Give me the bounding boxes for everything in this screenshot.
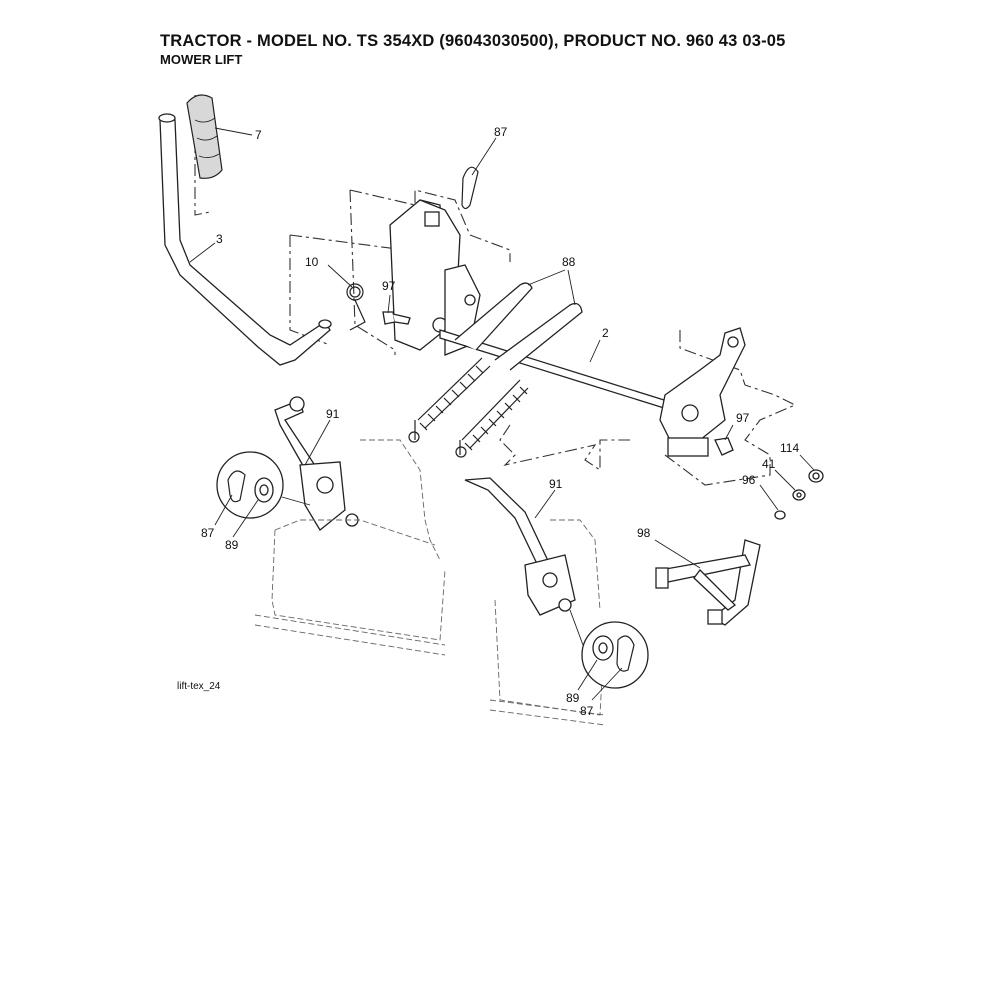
bolt-part-97-right <box>714 437 734 456</box>
callout-91-right: 91 <box>549 477 563 491</box>
mower-housing-left <box>254 439 446 656</box>
figure-reference: lift-tex_24 <box>177 681 221 692</box>
callout-7: 7 <box>255 128 262 142</box>
callout-87-right: 87 <box>580 704 594 718</box>
detail-magnifier-right <box>569 609 649 689</box>
callout-89-right: 89 <box>566 691 580 705</box>
lift-arm-part-91-left <box>274 396 359 531</box>
mower-housing-right <box>489 519 606 726</box>
bolt-part-97-left <box>382 311 411 325</box>
callout-97-right: 97 <box>736 411 750 425</box>
nut-part-114 <box>808 469 824 483</box>
torsion-spring-part-10 <box>346 283 366 331</box>
lift-arm-part-91-right <box>464 477 576 616</box>
washer-part-96 <box>774 510 786 520</box>
hair-pin-part-87-top <box>461 166 479 210</box>
callout-41: 41 <box>762 457 776 471</box>
callout-2: 2 <box>602 326 609 340</box>
lift-link-part-88 <box>454 282 583 371</box>
lift-handle-part-3 <box>158 113 332 366</box>
callout-114: 114 <box>780 441 799 455</box>
callout-87-left: 87 <box>201 526 215 540</box>
leader-lines <box>189 127 815 701</box>
callout-91-left: 91 <box>326 407 340 421</box>
handle-grip-part-7 <box>186 94 223 179</box>
callout-88: 88 <box>562 255 576 269</box>
callout-10: 10 <box>305 255 319 269</box>
callout-97-left: 97 <box>382 279 396 293</box>
washer-part-41 <box>792 489 806 501</box>
lift-spring-right <box>455 379 529 458</box>
right-lift-arm <box>659 327 746 457</box>
callout-89-left: 89 <box>225 538 239 552</box>
callout-96: 96 <box>742 473 756 487</box>
callout-98: 98 <box>637 526 651 540</box>
detail-magnifier-left <box>216 451 311 519</box>
callout-87-top: 87 <box>494 125 508 139</box>
adjuster-part-98 <box>655 539 761 626</box>
mounting-bracket <box>389 199 481 356</box>
lift-spring-left <box>408 357 491 443</box>
page-subtitle: MOWER LIFT <box>160 52 243 67</box>
callout-3: 3 <box>216 232 223 246</box>
page-title: TRACTOR - MODEL NO. TS 354XD (9604303050… <box>160 32 786 50</box>
